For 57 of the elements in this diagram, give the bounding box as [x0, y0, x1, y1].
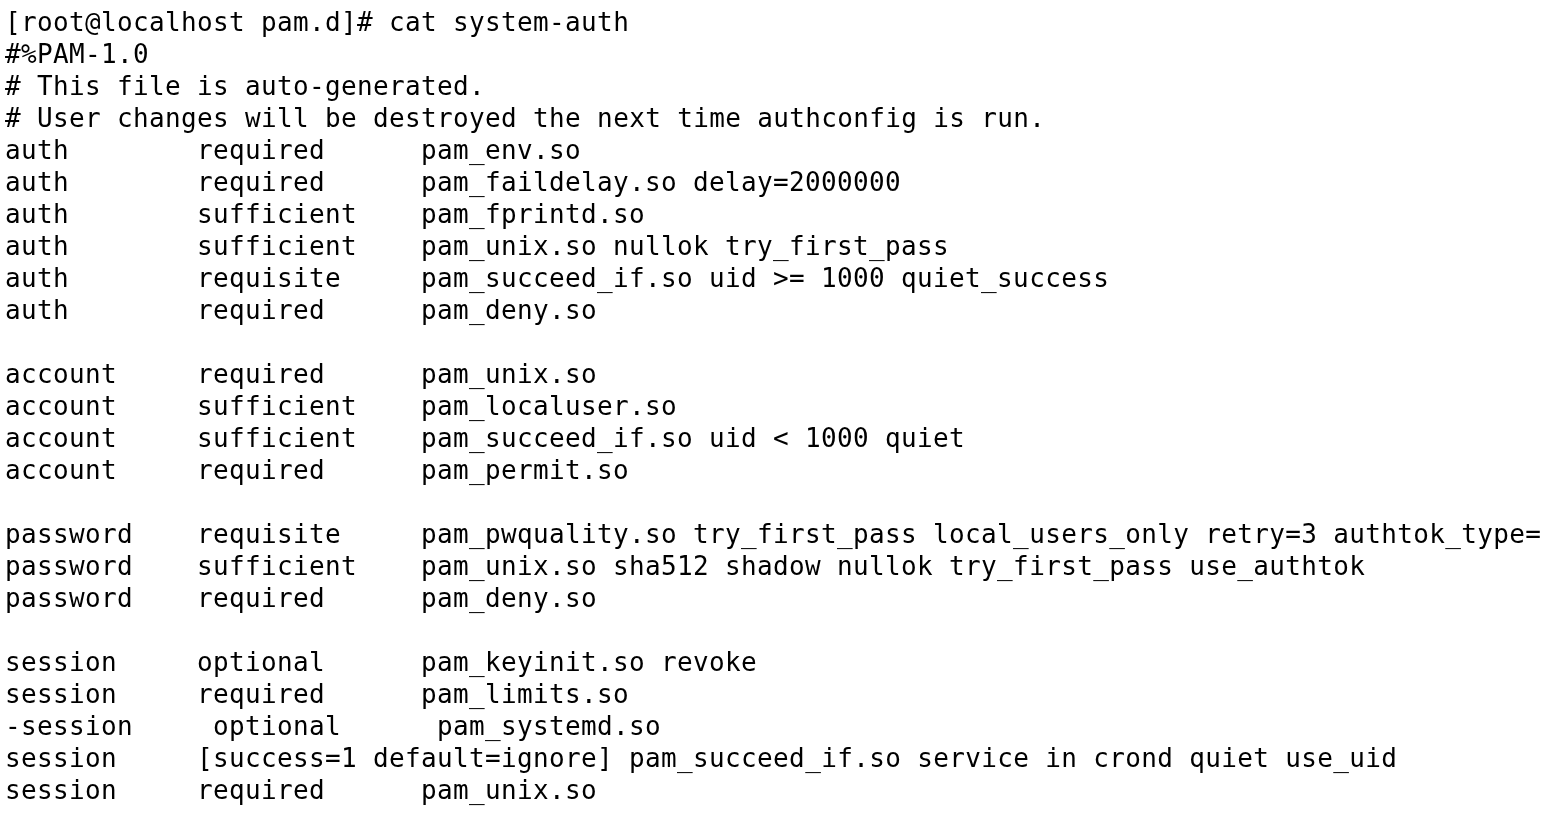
terminal-text: account [5, 390, 118, 422]
terminal-text: auth [5, 230, 69, 262]
terminal-text: # User changes will be destroyed the next time authconfig is run. [5, 102, 1046, 134]
terminal-text: requisite [197, 262, 342, 294]
terminal-text: password [5, 518, 134, 550]
terminal-text: pam_fprintd.so [421, 198, 646, 230]
terminal-text: account [5, 422, 118, 454]
terminal-text: session [5, 774, 118, 806]
terminal-text: pam_env.so [421, 134, 582, 166]
terminal-text: pam_succeed_if.so uid >= 1000 quiet_success [421, 262, 1110, 294]
terminal-text: -session [5, 710, 134, 742]
terminal-text: pam_faildelay.so delay=2000000 [421, 166, 902, 198]
terminal-text: pam_permit.so [421, 454, 630, 486]
terminal-text: pam_unix.so [421, 774, 598, 806]
terminal-text: sufficient [197, 390, 358, 422]
terminal-text: requisite [197, 518, 342, 550]
terminal-text: auth [5, 134, 69, 166]
terminal-text: [root@localhost pam.d]# cat system-auth [5, 6, 630, 38]
terminal-text: sufficient [197, 422, 358, 454]
terminal-text: password [5, 582, 134, 614]
terminal-text: required [197, 774, 326, 806]
terminal-text: required [197, 134, 326, 166]
terminal-text: optional [213, 710, 342, 742]
terminal-text: pam_localuser.so [421, 390, 678, 422]
terminal-text: auth [5, 294, 69, 326]
terminal-text: required [197, 166, 326, 198]
terminal-text: # This file is auto-generated. [5, 70, 486, 102]
terminal-text: auth [5, 166, 69, 198]
terminal-text: #%PAM-1.0 [5, 38, 150, 70]
terminal-text: required [197, 294, 326, 326]
terminal-text: session [5, 678, 118, 710]
terminal-text: required [197, 358, 326, 390]
terminal-text: optional [197, 646, 326, 678]
terminal-text: sufficient [197, 198, 358, 230]
terminal-text: required [197, 454, 326, 486]
terminal-text: pam_unix.so [421, 358, 598, 390]
terminal-text: pam_deny.so [421, 294, 598, 326]
terminal-text: account [5, 358, 118, 390]
terminal-text: session [5, 646, 118, 678]
terminal-text: required [197, 582, 326, 614]
terminal-text: pam_unix.so nullok try_first_pass [421, 230, 950, 262]
terminal-text: pam_keyinit.so revoke [421, 646, 758, 678]
terminal-text: pam_unix.so sha512 shadow nullok try_first_pass use_authtok [421, 550, 1366, 582]
terminal-text: auth [5, 262, 69, 294]
terminal-text: [success=1 default=ignore] pam_succeed_if.so service in crond quiet use_uid [197, 742, 1398, 774]
terminal-text: pam_limits.so [421, 678, 630, 710]
terminal-text: auth [5, 198, 69, 230]
terminal-text: account [5, 454, 118, 486]
terminal-text: required [197, 678, 326, 710]
terminal-text: pam_succeed_if.so uid < 1000 quiet [421, 422, 966, 454]
terminal-text: pam_pwquality.so try_first_pass local_users_only retry=3 authtok_type= [421, 518, 1542, 550]
terminal-text: pam_deny.so [421, 582, 598, 614]
terminal-text: sufficient [197, 230, 358, 262]
terminal-text: sufficient [197, 550, 358, 582]
terminal-text: password [5, 550, 134, 582]
terminal-text: session [5, 742, 118, 774]
terminal-text: pam_systemd.so [437, 710, 662, 742]
